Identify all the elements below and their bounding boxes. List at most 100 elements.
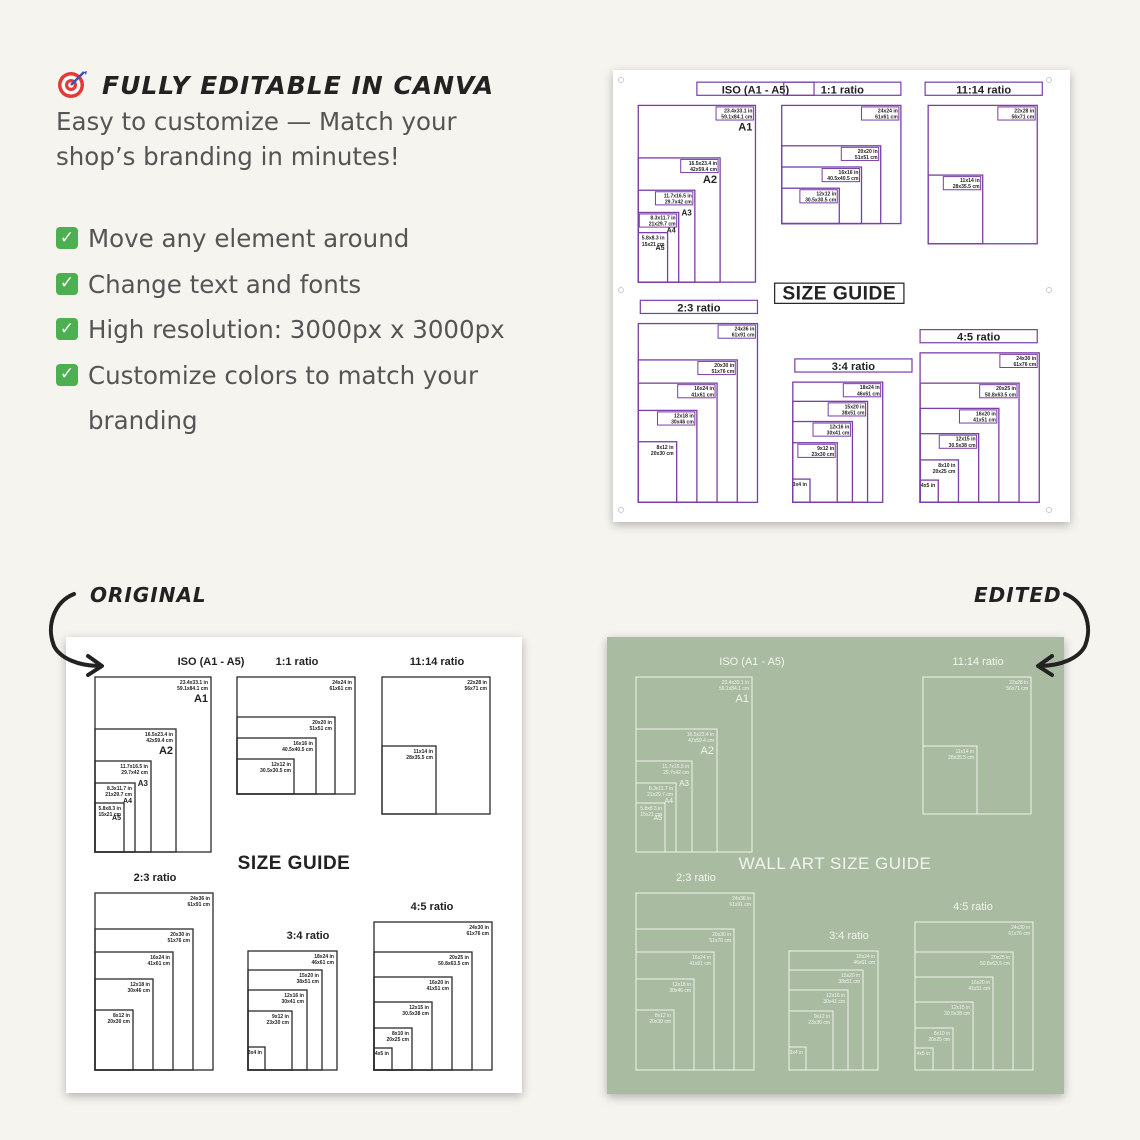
- size-label-inches: 16x20 in: [971, 980, 990, 986]
- size-label-inches: 12x15 in: [951, 1005, 970, 1011]
- size-label-inches: 20x20 in: [858, 149, 878, 155]
- size-label-inches: 11x14 in: [955, 749, 974, 755]
- size-label-inches: 8x10 in: [938, 463, 955, 469]
- size-group-title: ISO (A1 - A5): [178, 656, 245, 668]
- curved-arrow-icon: [1036, 592, 1091, 677]
- selection-box: [783, 81, 902, 96]
- feature-text: Customize colors to match your branding: [88, 360, 479, 436]
- feature-item: ✓ Customize colors to match your branding: [56, 353, 536, 444]
- size-label-cm: 59.1x84.1 cm: [721, 115, 753, 121]
- size-label-inches: 9x12 in: [817, 446, 834, 452]
- size-label-inches: 24x36 in: [190, 896, 210, 902]
- size-label-inches: 12x18 in: [130, 982, 150, 988]
- size-group-title: 11:14 ratio: [952, 656, 1003, 668]
- size-frame: [792, 478, 811, 503]
- size-label-cm: 20x25 cm: [933, 469, 956, 475]
- size-label-inches: 23.4x33.1 in: [724, 108, 752, 114]
- resize-handle[interactable]: [1046, 77, 1052, 83]
- size-label-inches: 24x30 in: [1016, 356, 1036, 362]
- size-label-cm: 61x61 cm: [329, 686, 352, 692]
- size-label-inches: 24x36 in: [735, 327, 755, 333]
- size-label-inches: 12x16 in: [829, 425, 849, 431]
- selection-box: [696, 81, 815, 96]
- selection-box: [656, 411, 696, 426]
- size-label-cm: 61x76 cm: [1013, 362, 1036, 368]
- size-label-inches: 20x25 in: [991, 955, 1010, 961]
- size-frame: [637, 441, 678, 503]
- selection-box: [942, 176, 982, 191]
- size-label-inches: 22x28 in: [1014, 108, 1034, 114]
- size-label-cm: 51x76 cm: [167, 938, 190, 944]
- size-label-inches: 16x16 in: [839, 170, 859, 176]
- iso-size-tag: A5: [653, 815, 662, 822]
- size-label-cm: 50.8x63.5 cm: [438, 961, 469, 967]
- size-label-cm: 29.7x42 cm: [665, 199, 692, 205]
- size-label-inches: 16x20 in: [976, 411, 996, 417]
- resize-handle[interactable]: [618, 287, 624, 293]
- size-label-inches: 22x28 in: [1009, 680, 1028, 686]
- size-group-title: 1:1 ratio: [821, 84, 864, 96]
- size-label-cm: 23x30 cm: [811, 452, 834, 458]
- iso-size-tag: A5: [656, 245, 665, 252]
- size-label-cm: 21x29.7 cm: [647, 792, 673, 798]
- original-label: ORIGINAL: [90, 583, 207, 607]
- size-label-inches: 11.7x16.5 in: [664, 193, 692, 199]
- size-label-inches: 22x28 in: [467, 680, 487, 686]
- size-label-inches: 20x25 in: [996, 386, 1016, 392]
- resize-handle[interactable]: [1046, 287, 1052, 293]
- size-label-inches: 8.3x11.7 in: [650, 216, 675, 222]
- size-label-inches: 9x12 in: [814, 1014, 830, 1020]
- size-label-cm: 38x51 cm: [296, 979, 319, 985]
- resize-handle[interactable]: [1046, 507, 1052, 513]
- selection-box: [638, 213, 678, 228]
- size-label-inches: 5.8x8.3 in: [98, 806, 121, 812]
- size-label-inches: 4x5 in: [917, 1051, 931, 1057]
- size-label-cm: 30x46 cm: [127, 988, 150, 994]
- size-label-inches: 15x20 in: [845, 404, 865, 410]
- target-icon: [56, 68, 88, 106]
- size-label-inches: 20x30 in: [714, 363, 734, 369]
- size-label-cm: 28x35.5 cm: [948, 755, 974, 761]
- size-label-cm: 40.5x40.5 cm: [282, 747, 313, 753]
- size-label-inches: 8.3x11.7 in: [649, 786, 673, 792]
- size-label-cm: 20x25 cm: [386, 1037, 409, 1043]
- selection-box: [680, 158, 719, 174]
- iso-size-tag: A4: [123, 798, 132, 805]
- size-label-cm: 41x61 cm: [689, 961, 711, 967]
- resize-handle[interactable]: [618, 77, 624, 83]
- selection-box: [794, 358, 913, 373]
- size-label-cm: 61x76 cm: [1008, 931, 1030, 937]
- size-frame: [635, 802, 666, 853]
- size-label-inches: 12x16 in: [826, 993, 845, 999]
- size-label-cm: 30x46 cm: [671, 420, 694, 426]
- size-label-inches: 9x12 in: [272, 1014, 289, 1020]
- size-label-cm: 41x61 cm: [691, 392, 714, 398]
- size-label-cm: 41x51 cm: [426, 986, 449, 992]
- size-label-cm: 30x41 cm: [823, 999, 845, 1005]
- size-label-inches: 4x5 in: [375, 1051, 389, 1057]
- iso-size-tag: A3: [138, 779, 149, 788]
- size-guide-title: SIZE GUIDE: [782, 283, 896, 304]
- resize-handle[interactable]: [618, 507, 624, 513]
- size-label-inches: 20x25 in: [449, 955, 469, 961]
- size-label-cm: 40.5x40.5 cm: [827, 176, 859, 182]
- feature-text: Change text and fonts: [88, 269, 362, 299]
- size-label-inches: 15x20 in: [841, 973, 860, 979]
- size-label-cm: 46x61 cm: [311, 960, 334, 966]
- size-label-cm: 50.8x63.5 cm: [980, 961, 1010, 967]
- size-label-cm: 56x71 cm: [1011, 115, 1034, 121]
- selection-box: [979, 384, 1018, 399]
- size-group-title: 11:14 ratio: [410, 656, 465, 668]
- checkmark-icon: ✓: [56, 363, 78, 386]
- size-frame: [236, 676, 356, 795]
- selection-box: [997, 106, 1036, 121]
- size-label-cm: 46x61 cm: [857, 391, 880, 397]
- size-label-cm: 30.5x30.5 cm: [805, 197, 837, 203]
